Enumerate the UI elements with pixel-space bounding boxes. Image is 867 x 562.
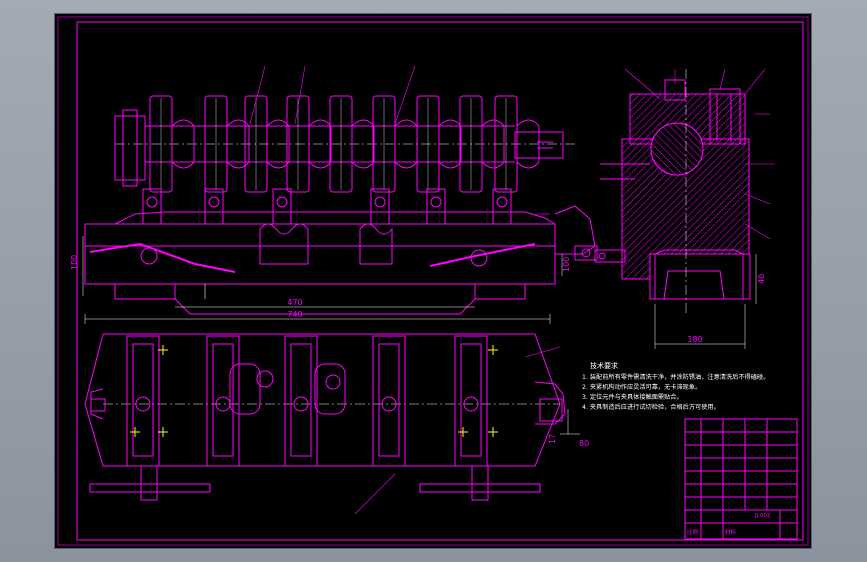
plan-clamp-block-1 <box>126 335 160 467</box>
support-post-4 <box>370 188 390 225</box>
v-block-left <box>259 223 309 265</box>
dim-side-right-height: 40 <box>757 274 766 284</box>
support-post-3 <box>272 188 292 225</box>
dim-front-inner-width: 470 <box>287 298 302 307</box>
drawing-sheet: 100 470 740 100 180 40 17 80 技术要求 1. 装配前… <box>55 14 811 548</box>
front-view <box>82 65 598 324</box>
sheet-outer-border <box>57 16 809 546</box>
lever-pivot-left <box>140 247 158 265</box>
dim-side-bottom-width: 180 <box>687 335 702 344</box>
plan-clamp-block-4 <box>372 335 406 467</box>
v-block-right <box>359 223 393 265</box>
plan-handle-right <box>419 483 541 493</box>
crankshaft-front-flange <box>114 115 146 181</box>
dim-front-overall-width: 740 <box>287 310 302 319</box>
dim-front-left-height: 100 <box>70 255 79 270</box>
front-lever-left <box>139 243 196 265</box>
side-section-view <box>594 68 775 349</box>
title-block-scale-label: 比例 <box>687 528 699 536</box>
plan-clamp-block-5 <box>454 335 488 467</box>
front-lever-right <box>429 255 476 267</box>
support-post-6 <box>492 188 512 225</box>
side-screw <box>594 249 626 263</box>
dim-plan-right-label: 80 <box>579 439 589 448</box>
support-post-5 <box>426 188 446 225</box>
rear-bracket <box>554 205 596 255</box>
plan-clamp-block-2 <box>206 335 240 467</box>
tech-requirement-item-2: 2. 夹紧机构动作应灵活可靠，无卡滞现象。 <box>582 383 701 391</box>
drawing-frame-border <box>76 21 804 541</box>
title-block <box>684 418 798 540</box>
cad-drawing-canvas: 100 470 740 100 180 40 17 80 技术要求 1. 装配前… <box>57 16 809 546</box>
dim-plan-right-vertical: 17 <box>548 434 557 444</box>
title-block-drawing-code: JJ-002 <box>754 513 771 519</box>
lever-pivot-right <box>470 249 488 267</box>
plan-handle-left <box>89 483 211 493</box>
plan-view <box>84 333 580 515</box>
dim-front-right-height: 100 <box>562 257 571 272</box>
title-block-material-label: 材料 <box>725 528 737 536</box>
support-post-2 <box>204 188 224 225</box>
plan-clamp-block-3 <box>284 335 318 467</box>
tech-requirements-title: 技术要求 <box>590 361 618 370</box>
tech-requirement-item-1: 1. 装配前所有零件需清洗干净，并涂防锈油，注意清洗后不得磕碰。 <box>582 373 769 381</box>
tech-requirement-item-3: 3. 定位元件与夹具体接触面需贴合。 <box>582 393 683 401</box>
support-post-1 <box>142 188 162 225</box>
tech-requirement-item-4: 4. 夹具制造后应进行试切检验，合格后方可使用。 <box>582 403 720 411</box>
plan-outline <box>84 333 561 467</box>
